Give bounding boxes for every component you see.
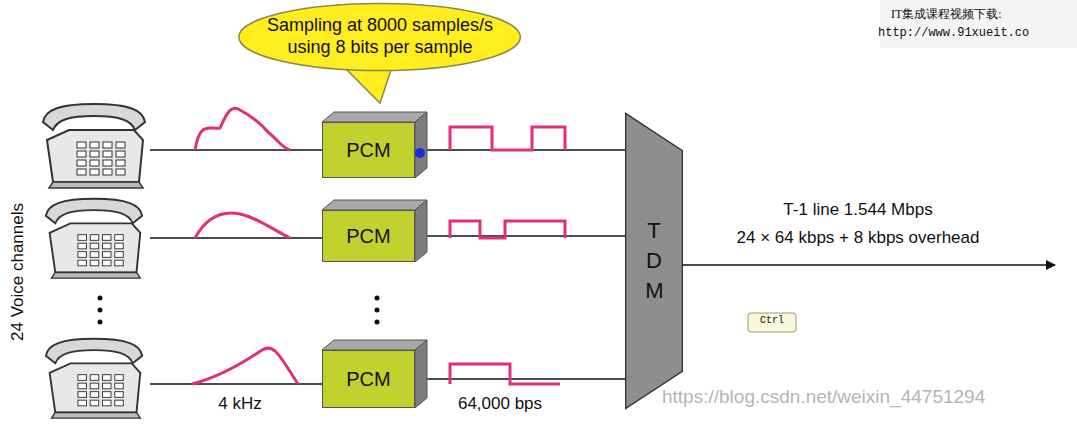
axis-label: 24 Voice channels: [8, 203, 28, 341]
telephone-icon: [46, 199, 142, 278]
telephone-icon: [46, 339, 142, 418]
callout-text: Sampling at 8000 samples/s using 8 bits …: [262, 15, 497, 58]
box-3d-face: [322, 112, 427, 408]
signal-line: [415, 378, 625, 380]
signal-line: [415, 235, 625, 237]
wire: [150, 150, 322, 384]
watermark: http://www.91xueit.co: [878, 26, 1029, 40]
line-label: 24 × 64 kbps + 8 kbps overhead: [737, 228, 980, 248]
box-label: T D M: [645, 216, 663, 305]
pcm-box: PCM: [322, 350, 415, 408]
box-label: PCM: [346, 367, 390, 391]
pcm-box: PCM: [322, 122, 415, 178]
watermark-ground: [880, 0, 1077, 48]
cursor-dot: [415, 148, 425, 158]
analog-signal: [192, 108, 298, 384]
watermark: IT集成课程视频下载:: [891, 6, 1002, 23]
callout-bubble: Sampling at 8000 samples/s using 8 bits …: [236, 2, 523, 72]
telephone-icon: [43, 104, 145, 188]
ellipsis-dots: [98, 296, 380, 325]
tdm-multiplexer: T D M: [625, 112, 683, 410]
signal-label: 4 kHz: [218, 394, 261, 414]
pcm-box: PCM: [322, 210, 415, 262]
output-line: [683, 264, 1055, 266]
key-badge: Ctrl: [760, 315, 784, 326]
box-label: PCM: [346, 138, 390, 162]
ctrl-badge: [748, 313, 796, 332]
digital-signal: [450, 127, 565, 384]
box-label: PCM: [346, 224, 390, 248]
line-label: T-1 line 1.544 Mbps: [783, 200, 932, 220]
watermark: https://blog.csdn.net/weixin_44751294: [662, 386, 985, 408]
signal-label: 64,000 bps: [458, 394, 542, 414]
